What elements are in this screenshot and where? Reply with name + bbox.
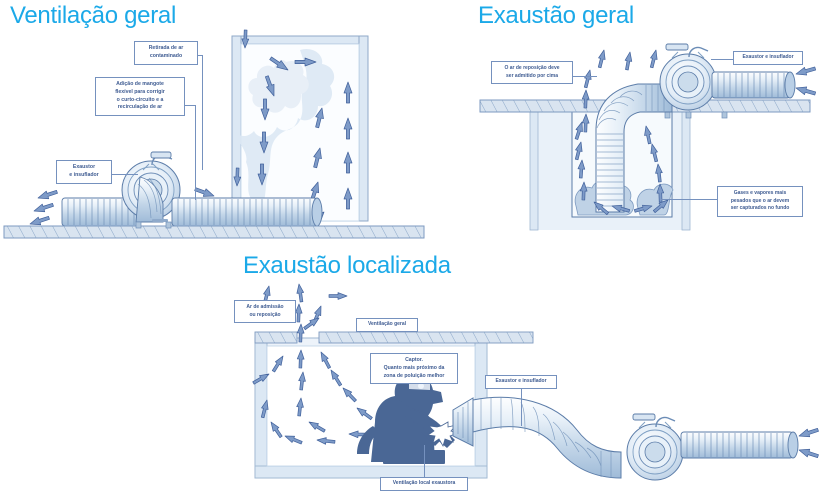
callout-exaustor-insuflador-text: Exaustor e insuflador (495, 378, 547, 384)
leader-ventilacao-local (424, 445, 425, 477)
blower-unit (121, 151, 181, 223)
callout-gases-vapores-text: Gases e vapores mais pesados que o ar de… (730, 190, 790, 211)
callout-adicao-mangote-text: Adição de mangote flexível para corrigir… (115, 81, 165, 111)
panel-ventilacao-geral: Ventilação geral (0, 0, 460, 250)
leader-ar-reposicao (573, 76, 597, 77)
callout-exaustor-insuflador-text: Exaustor e insuflador (69, 164, 99, 178)
leader-gases-vapores (661, 199, 717, 200)
panel-title-exaustao-localizada: Exaustão localizada (243, 252, 451, 279)
leader-mangote-h (185, 105, 195, 106)
blower-unit (626, 413, 684, 481)
duct-discharge (711, 71, 796, 99)
blower-unit (659, 43, 717, 111)
duct-curved (595, 83, 673, 213)
callout-ar-reposicao: O ar de reposição deve ser admitido por … (491, 61, 573, 84)
panel-title-ventilacao-geral: Ventilação geral (10, 2, 176, 29)
duct-discharge (680, 431, 799, 459)
diagram-ventilacao-geral (3, 29, 425, 239)
callout-captor: Captor. Quanto mais próximo da zona de p… (370, 353, 458, 385)
callout-retirada-ar: Retirada de ar contaminado (134, 41, 198, 65)
callout-exaustor-insuflador: Exaustor e insuflador (56, 160, 112, 184)
leader-exaustor-geral (711, 59, 733, 60)
floor (3, 221, 425, 239)
panel-exaustao-geral: Exaustão geral (460, 0, 829, 250)
callout-retirada-ar-line1: Retirada de ar contaminado (148, 45, 184, 59)
leader-retirada-v (202, 55, 203, 170)
callout-ar-reposicao-text: O ar de reposição deve ser admitido por … (504, 65, 560, 79)
callout-ventilacao-geral-text: Ventilação geral (367, 321, 407, 327)
callout-ar-admissao-text: Ar de admissão ou reposição (246, 304, 284, 318)
leader-mangote-v (195, 105, 196, 200)
capture-hood (452, 397, 474, 447)
callout-ventilacao-local: Ventilação local exaustora (380, 477, 468, 491)
callout-exaustor-insuflador: Exaustor e insuflador (485, 375, 557, 389)
callout-exaustor-insuflador-text: Exaustor e insuflador (742, 54, 794, 60)
airflow-arrows (252, 283, 819, 459)
duct-right (171, 197, 323, 227)
leader-retirada-h (198, 55, 202, 56)
callout-captor-text: Captor. Quanto mais próximo da zona de p… (383, 357, 445, 379)
leader-exaustor-h (112, 174, 138, 175)
diagram-exaustao-geral (479, 43, 817, 231)
callout-adicao-mangote: Adição de mangote flexível para corrigir… (95, 77, 185, 117)
callout-gases-vapores: Gases e vapores mais pesados que o ar de… (717, 186, 803, 217)
callout-ventilacao-local-text: Ventilação local exaustora (392, 480, 456, 486)
leader-exaustor-local (521, 388, 522, 426)
callout-ar-admissao: Ar de admissão ou reposição (234, 300, 296, 323)
panel-title-exaustao-geral: Exaustão geral (478, 2, 634, 29)
callout-ventilacao-geral: Ventilação geral (356, 318, 418, 332)
panel-exaustao-localizada: Exaustão localizada (225, 250, 829, 499)
callout-exaustor-insuflador: Exaustor e insuflador (733, 51, 803, 65)
duct-flexible (472, 396, 622, 479)
airflow-arrows (574, 49, 817, 215)
